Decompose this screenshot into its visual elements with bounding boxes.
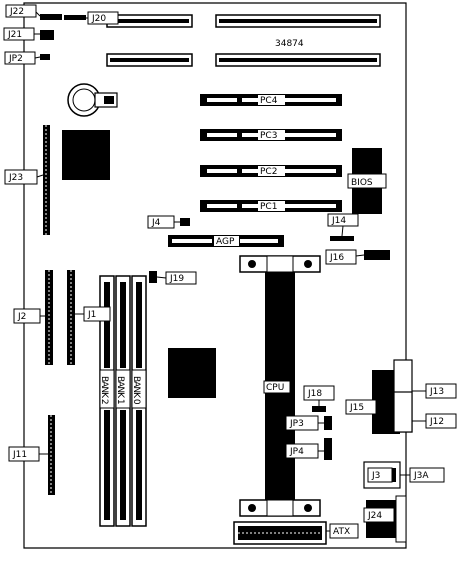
label-jp4-text: JP4 — [289, 447, 304, 457]
chipset-south — [168, 348, 216, 398]
serial-port — [372, 391, 413, 434]
label-jp4: JP4 — [285, 443, 319, 459]
label-j16-text: J16 — [329, 253, 344, 263]
cpu-slot: CPU — [239, 255, 321, 517]
label-j4: J4 — [147, 215, 175, 229]
label-j12-text: J12 — [429, 417, 444, 427]
memory-bank-1: BANK 1 — [115, 275, 131, 527]
j4-jumper — [180, 218, 190, 226]
j23-header — [43, 125, 50, 235]
agp-slot: AGP — [168, 235, 284, 247]
leader-lines — [34, 11, 426, 532]
j11-header — [48, 415, 55, 495]
j1-header — [67, 270, 75, 365]
bios-chip: BIOS — [347, 148, 387, 214]
label-j23: J23 — [4, 169, 38, 185]
isa-slot-upper-right — [215, 14, 381, 28]
label-j19: J19 — [165, 271, 197, 285]
battery — [67, 83, 118, 117]
label-jp2: JP2 — [4, 51, 36, 65]
label-jp3: JP3 — [285, 415, 319, 431]
memory-bank-0: BANK 0 — [131, 275, 147, 527]
j20-jumper — [64, 15, 86, 20]
label-atx-text: ATX — [333, 527, 350, 537]
j2-header — [45, 270, 53, 365]
pci-slot-2: PC2 — [200, 165, 342, 177]
label-j16: J16 — [325, 249, 357, 265]
label-j1-text: J1 — [87, 310, 96, 320]
label-j3a-text: J3A — [413, 471, 429, 481]
j19-jumper — [149, 271, 157, 283]
label-j12: J12 — [425, 413, 457, 429]
label-j1: J1 — [83, 306, 111, 322]
label-j11-text: J11 — [12, 450, 27, 460]
label-j18: J18 — [303, 385, 335, 401]
j18-jumper — [312, 406, 326, 412]
label-j15: J15 — [345, 399, 377, 415]
j21-jumper — [40, 30, 54, 40]
label-j23-text: J23 — [8, 173, 23, 183]
memory-bank-2: BANK 2 — [99, 275, 115, 527]
pci-slot-3: PC3 — [200, 129, 342, 141]
pci-slot-1-label: PC1 — [260, 202, 277, 212]
chipset-north — [62, 130, 110, 180]
label-j2-text: J2 — [17, 312, 26, 322]
pci-slot-4-label: PC4 — [260, 96, 278, 106]
bios-label: BIOS — [351, 178, 373, 188]
label-j14-text: J14 — [331, 216, 346, 226]
pci-slot-1: PC1 — [200, 200, 342, 212]
pci-slot-2-label: PC2 — [260, 167, 277, 177]
label-jp2-text: JP2 — [8, 54, 23, 64]
label-j3: J3 — [367, 467, 393, 483]
label-j24: J24 — [363, 507, 395, 523]
memory-bank-0-label: BANK 0 — [131, 376, 141, 405]
label-j24-text: J24 — [367, 511, 382, 521]
label-j2: J2 — [13, 308, 41, 324]
jp2-jumper — [40, 54, 50, 60]
label-j3a: J3A — [409, 467, 445, 483]
label-j18-text: J18 — [307, 389, 322, 399]
isa-slot-upper-left — [106, 14, 193, 28]
label-atx: ATX — [329, 523, 359, 539]
pci-slot-4: PC4 — [200, 94, 342, 106]
memory-bank-2-label: BANK 2 — [99, 376, 109, 404]
jp3-jumper — [324, 416, 332, 430]
label-j13: J13 — [425, 383, 457, 399]
board-model-number: 34874 — [275, 39, 304, 49]
label-j13-text: J13 — [429, 387, 444, 397]
label-j3-text: J3 — [371, 471, 380, 481]
label-j20: J20 — [87, 11, 119, 25]
isa-slot-lower-right — [215, 53, 381, 67]
j16-jumper — [364, 250, 390, 260]
label-j21: J21 — [3, 27, 35, 41]
j14-jumper — [330, 236, 354, 241]
label-j21-text: J21 — [7, 30, 22, 40]
label-j19-text: J19 — [169, 274, 184, 284]
label-jp3-text: JP3 — [289, 419, 304, 429]
label-j11: J11 — [8, 446, 40, 462]
jp4-jumper — [324, 438, 332, 460]
pci-slot-3-label: PC3 — [260, 131, 277, 141]
label-j14: J14 — [327, 213, 359, 227]
label-j15-text: J15 — [349, 403, 364, 413]
j22-jumper — [40, 14, 62, 20]
atx-power-connector — [233, 521, 327, 545]
isa-slot-lower-left — [106, 53, 193, 67]
label-j22-text: J22 — [9, 7, 24, 17]
label-j4-text: J4 — [151, 218, 161, 228]
cpu-label: CPU — [266, 383, 284, 393]
memory-bank-1-label: BANK 1 — [115, 376, 125, 404]
agp-label: AGP — [216, 237, 235, 247]
label-j20-text: J20 — [91, 14, 106, 24]
label-j22: J22 — [5, 4, 37, 18]
